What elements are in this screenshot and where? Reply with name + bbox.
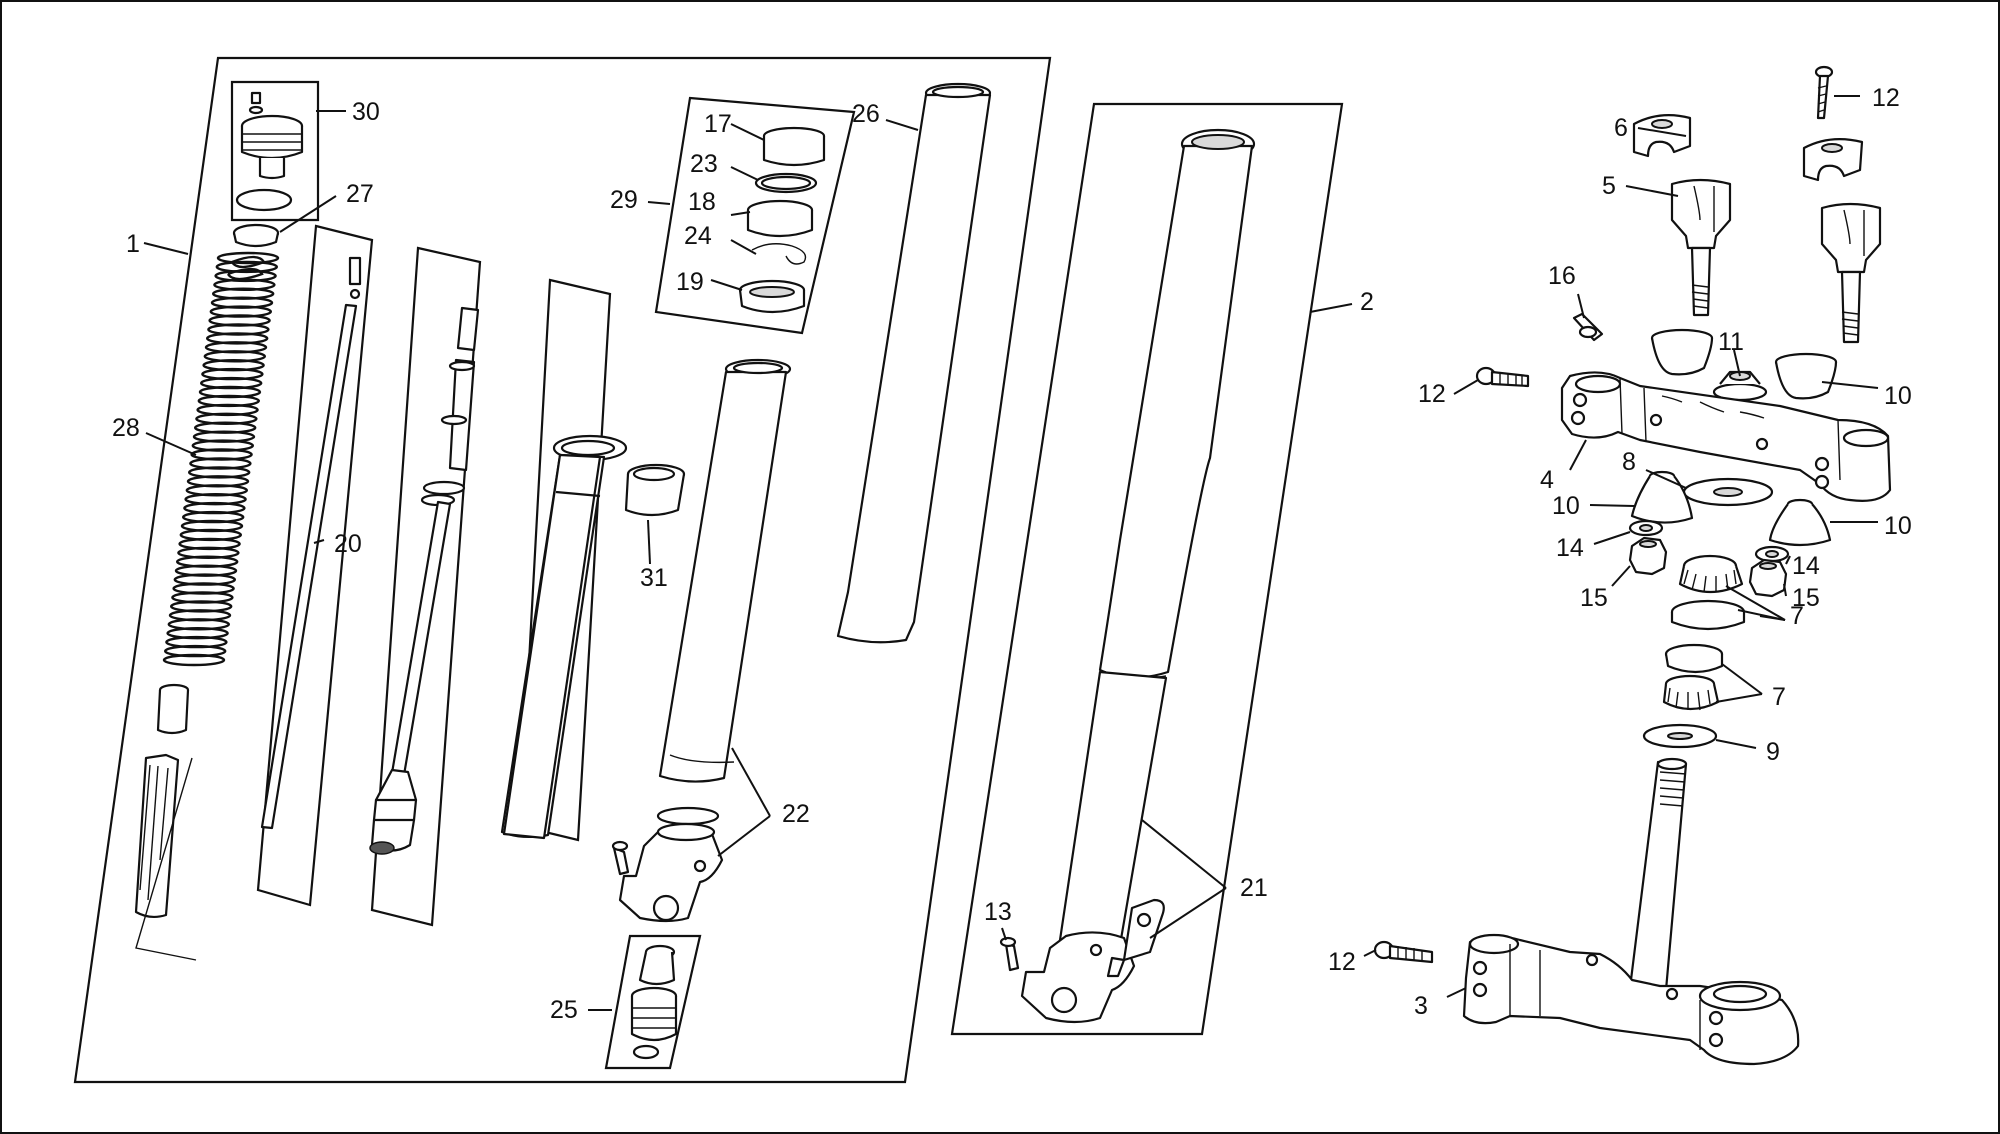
slider-seal-ring xyxy=(656,806,720,826)
spring-seat xyxy=(232,223,280,248)
callout-21: 21 xyxy=(1240,874,1268,902)
callout-10b: 10 xyxy=(1884,382,1912,410)
callout-25: 25 xyxy=(550,996,578,1024)
callout-27: 27 xyxy=(346,180,374,208)
bolt-13 xyxy=(999,936,1020,972)
callout-10c: 10 xyxy=(1884,512,1912,540)
riser-clamp-right xyxy=(1802,137,1864,182)
callout-1: 1 xyxy=(126,230,140,258)
callout-6: 6 xyxy=(1614,114,1628,142)
bearing-race-upper xyxy=(1670,599,1746,631)
cap-o-ring xyxy=(235,188,293,212)
dust-shield xyxy=(1642,723,1718,749)
rubber-mount-low-right xyxy=(1768,498,1832,547)
callout-29: 29 xyxy=(610,186,638,214)
callout-20: 20 xyxy=(334,530,362,558)
washer-14-left xyxy=(1628,519,1664,537)
callout-19: 19 xyxy=(676,268,704,296)
cartridge xyxy=(369,306,480,855)
rubber-mount-top-left xyxy=(1650,328,1714,376)
washer-14-right xyxy=(1754,545,1790,563)
callout-26: 26 xyxy=(852,100,880,128)
inner-tube xyxy=(500,434,628,840)
callout-17: 17 xyxy=(704,110,732,138)
callout-10a: 10 xyxy=(1552,492,1580,520)
lower-clamp-steerer xyxy=(1462,757,1800,1066)
callout-18: 18 xyxy=(688,188,716,216)
slider-seals xyxy=(738,126,826,314)
spacer xyxy=(156,683,190,735)
bushing xyxy=(624,463,686,517)
callout-2: 2 xyxy=(1360,288,1374,316)
callout-12b: 12 xyxy=(1418,380,1446,408)
steering-bearing-lower xyxy=(1662,674,1720,711)
callout-11: 11 xyxy=(1718,328,1744,356)
callout-9: 9 xyxy=(1766,738,1780,766)
axle-clamp xyxy=(611,822,724,923)
callout-14a: 14 xyxy=(1556,534,1584,562)
callout-23: 23 xyxy=(690,150,718,178)
riser-clamp-left xyxy=(1632,113,1692,158)
frame-fork-internals xyxy=(73,56,1052,1084)
bottom-valve xyxy=(630,944,678,1060)
upper-clamp xyxy=(1560,371,1892,502)
handlebar-riser-left xyxy=(1670,178,1732,317)
rubber-mount-top-right xyxy=(1774,352,1838,400)
callout-4: 4 xyxy=(1540,466,1554,494)
bolt-16 xyxy=(1572,312,1604,342)
callout-3: 3 xyxy=(1414,992,1428,1020)
callout-labels: 1 2 3 4 5 6 7 7 8 9 10 10 10 11 12 12 12… xyxy=(112,84,1912,1024)
bolt-12-top xyxy=(1814,65,1834,120)
callout-24: 24 xyxy=(684,222,712,250)
frame-fork-cap xyxy=(230,80,320,222)
steering-bearing-upper xyxy=(1678,554,1744,594)
callout-7a: 7 xyxy=(1790,602,1804,630)
frame-damper-rod xyxy=(256,224,374,907)
guide-leader-bracket xyxy=(135,757,197,961)
frame-bottom-valve xyxy=(604,934,702,1070)
callout-12a: 12 xyxy=(1872,84,1900,112)
frame-cartridge xyxy=(370,246,482,927)
callout-16: 16 xyxy=(1548,262,1576,290)
callout-14b: 14 xyxy=(1792,552,1820,580)
spring-coil xyxy=(162,653,226,667)
nut-15-left xyxy=(1628,536,1668,576)
callout-30: 30 xyxy=(352,98,380,126)
fork-spring-coils xyxy=(162,251,280,667)
callout-8: 8 xyxy=(1622,448,1636,476)
leader-lines xyxy=(143,95,1879,1011)
handlebar-riser-right xyxy=(1820,202,1882,344)
bolt-12-bottom xyxy=(1373,940,1434,964)
outer-slider xyxy=(658,358,792,783)
callout-13: 13 xyxy=(984,898,1012,926)
callout-22: 22 xyxy=(782,800,810,828)
spring-guide xyxy=(134,753,180,919)
callout-5: 5 xyxy=(1602,172,1616,200)
bearing-race-lower xyxy=(1664,643,1724,674)
damper-rod-tube xyxy=(260,256,362,830)
callout-15b: 15 xyxy=(1792,584,1820,612)
callout-12c: 12 xyxy=(1328,948,1356,976)
washer-8 xyxy=(1682,477,1774,507)
callout-28: 28 xyxy=(112,414,140,442)
callout-15a: 15 xyxy=(1580,584,1608,612)
bolt-12-middle xyxy=(1475,366,1530,388)
nut-15-right xyxy=(1748,558,1788,598)
callout-7b: 7 xyxy=(1772,683,1786,711)
callout-31: 31 xyxy=(640,564,668,592)
fork-cap xyxy=(240,91,304,180)
outer-tube xyxy=(836,82,992,644)
fork-leg-assembly xyxy=(1020,128,1256,1024)
frame-fork-leg xyxy=(950,102,1344,1036)
frame-slider-seals xyxy=(654,96,856,335)
